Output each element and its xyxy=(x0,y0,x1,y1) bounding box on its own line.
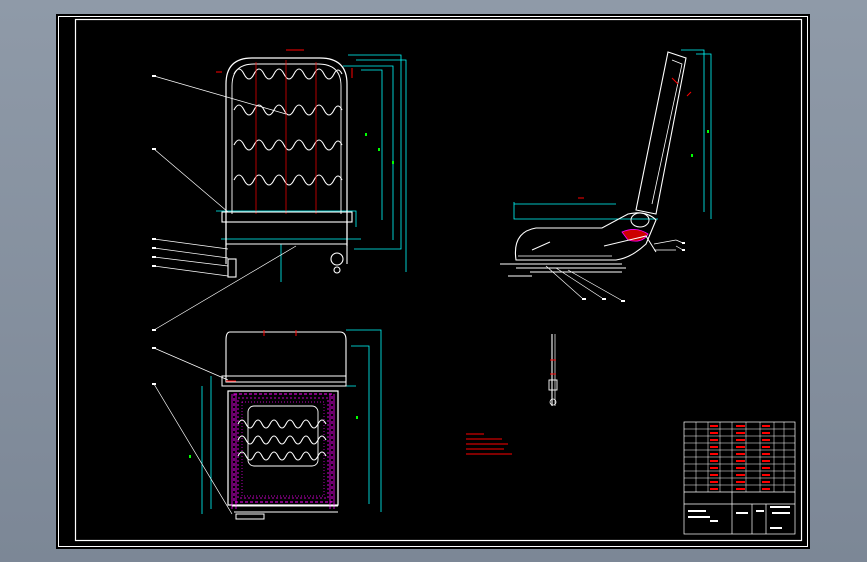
bom-entry-mark xyxy=(736,425,745,427)
side-backrest xyxy=(635,51,687,215)
front-view xyxy=(152,49,407,331)
bom-entry-mark xyxy=(762,460,770,462)
side-view-dimensions xyxy=(513,49,712,220)
top-cushion-frame xyxy=(227,390,339,506)
bom-entry-mark xyxy=(710,432,718,434)
bom-entry-mark xyxy=(736,432,745,434)
bom-entry-mark xyxy=(736,446,745,448)
bom-entry-mark xyxy=(710,453,718,455)
drawing-canvas xyxy=(56,14,810,549)
top-springs xyxy=(237,419,327,461)
front-centerlines xyxy=(255,60,317,214)
front-springs xyxy=(233,68,343,186)
bom-entry-mark xyxy=(762,432,770,434)
top-green-marks xyxy=(189,416,358,458)
front-red-marks xyxy=(216,49,353,78)
technical-notes xyxy=(466,433,512,455)
bom-entry-mark xyxy=(736,453,745,455)
bom-entry-mark xyxy=(736,481,745,483)
side-red-marks xyxy=(578,77,692,199)
bom-entry-mark xyxy=(762,474,770,476)
top-red-marks xyxy=(226,330,297,382)
bom-entry-mark xyxy=(762,446,770,448)
bom-entry-mark xyxy=(710,474,718,476)
bom-entry-mark xyxy=(736,488,745,490)
bom-entry-mark xyxy=(762,488,770,490)
bom-entry-mark xyxy=(710,488,718,490)
bom-entry-mark xyxy=(762,467,770,469)
front-lower-frame xyxy=(221,211,353,278)
top-leaders xyxy=(153,347,233,515)
bom-entry-mark xyxy=(762,439,770,441)
bom-entry-mark xyxy=(710,467,718,469)
bom-entry-mark xyxy=(710,481,718,483)
inner-frame xyxy=(74,18,803,542)
bom-entry-mark xyxy=(762,453,770,455)
detail-view xyxy=(548,334,558,406)
title-block-entries xyxy=(688,506,790,529)
outer-frame xyxy=(58,16,808,547)
front-leader-dots xyxy=(152,75,156,331)
bom-entry-mark xyxy=(710,460,718,462)
side-leaders xyxy=(545,239,684,301)
bom-red-entries xyxy=(710,425,770,490)
drawing-sheet xyxy=(56,14,810,549)
bom-entry-mark xyxy=(736,474,745,476)
bom-entry-mark xyxy=(710,446,718,448)
bom-entry-mark xyxy=(762,481,770,483)
top-leader-dots xyxy=(152,347,156,385)
top-view xyxy=(152,329,382,520)
front-leaders xyxy=(153,75,297,331)
side-rails xyxy=(500,263,626,277)
front-green-marks xyxy=(365,133,394,164)
front-view-dimensions xyxy=(216,54,407,282)
bom-entry-mark xyxy=(710,425,718,427)
detail-red-marks xyxy=(550,359,556,375)
bom-grid xyxy=(684,422,795,492)
side-green-marks xyxy=(691,130,709,157)
bom-entry-mark xyxy=(736,460,745,462)
side-leader-dots xyxy=(582,242,685,302)
side-recliner xyxy=(603,212,677,253)
top-hidden-rails xyxy=(231,394,335,509)
bom-entry-mark xyxy=(736,439,745,441)
bom-entry-mark xyxy=(762,425,770,427)
bom-entry-mark xyxy=(736,467,745,469)
front-back-frame xyxy=(225,57,348,246)
bom-entry-mark xyxy=(710,439,718,441)
side-view xyxy=(500,49,712,302)
